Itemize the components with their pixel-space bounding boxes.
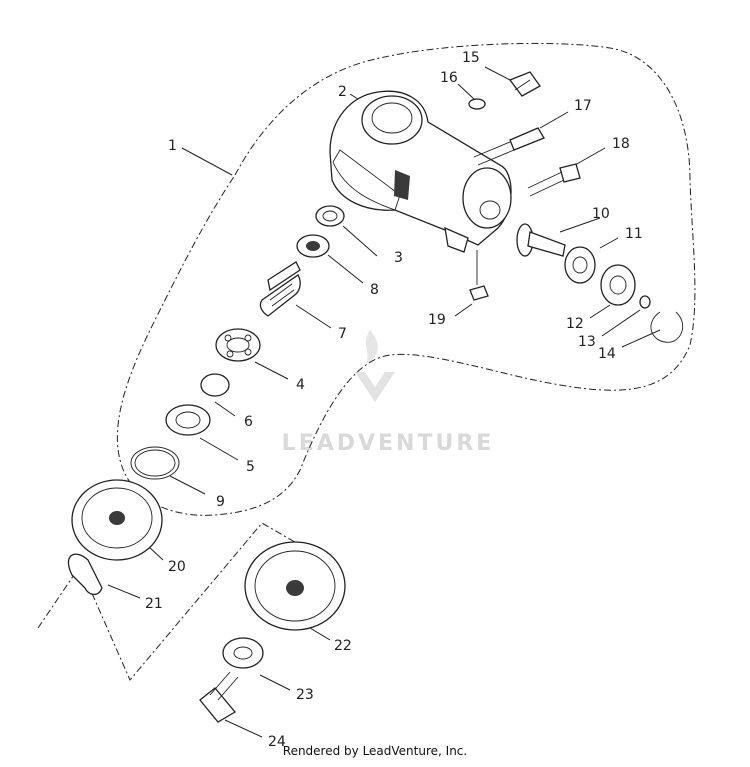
callout-9: 9	[216, 494, 225, 510]
callout-17: 17	[574, 98, 592, 114]
callout-6: 6	[244, 414, 253, 430]
watermark-text: LEADVENTURE	[282, 431, 495, 456]
watermark: LEADVENTURE	[282, 330, 495, 456]
callout-23: 23	[296, 687, 314, 703]
callout-13: 13	[578, 334, 596, 350]
cutter-parts	[67, 479, 346, 723]
pinion-parts	[516, 223, 684, 343]
callout-14: 14	[598, 346, 616, 362]
callout-10: 10	[592, 206, 610, 222]
callouts: 1 2 3 4 5 6 7 8 9 10 11 12 13 14 15 16 1…	[145, 50, 643, 750]
callout-4: 4	[296, 377, 305, 393]
callout-11: 11	[625, 226, 643, 242]
callout-20: 20	[168, 559, 186, 575]
callout-12: 12	[566, 316, 584, 332]
callout-16: 16	[440, 70, 458, 86]
assembly-outline-blade	[37, 522, 306, 681]
drive-shaft-parts	[130, 205, 345, 480]
callout-21: 21	[145, 596, 163, 612]
callout-5: 5	[246, 459, 255, 475]
callout-15: 15	[462, 50, 480, 66]
gear-housing	[329, 90, 512, 253]
callout-3: 3	[394, 250, 403, 266]
callout-1: 1	[168, 138, 177, 154]
callout-7: 7	[338, 326, 347, 342]
footer-credit: Rendered by LeadVenture, Inc.	[282, 744, 468, 758]
callout-22: 22	[334, 638, 352, 654]
watermark-logo-icon	[355, 372, 395, 402]
leader-lines	[107, 66, 661, 738]
callout-2: 2	[338, 84, 347, 100]
callout-24: 24	[268, 734, 286, 750]
callout-19: 19	[428, 312, 446, 328]
callout-18: 18	[612, 136, 630, 152]
assembly-outline-main	[116, 42, 696, 516]
callout-8: 8	[370, 282, 379, 298]
housing-hardware	[468, 71, 581, 301]
